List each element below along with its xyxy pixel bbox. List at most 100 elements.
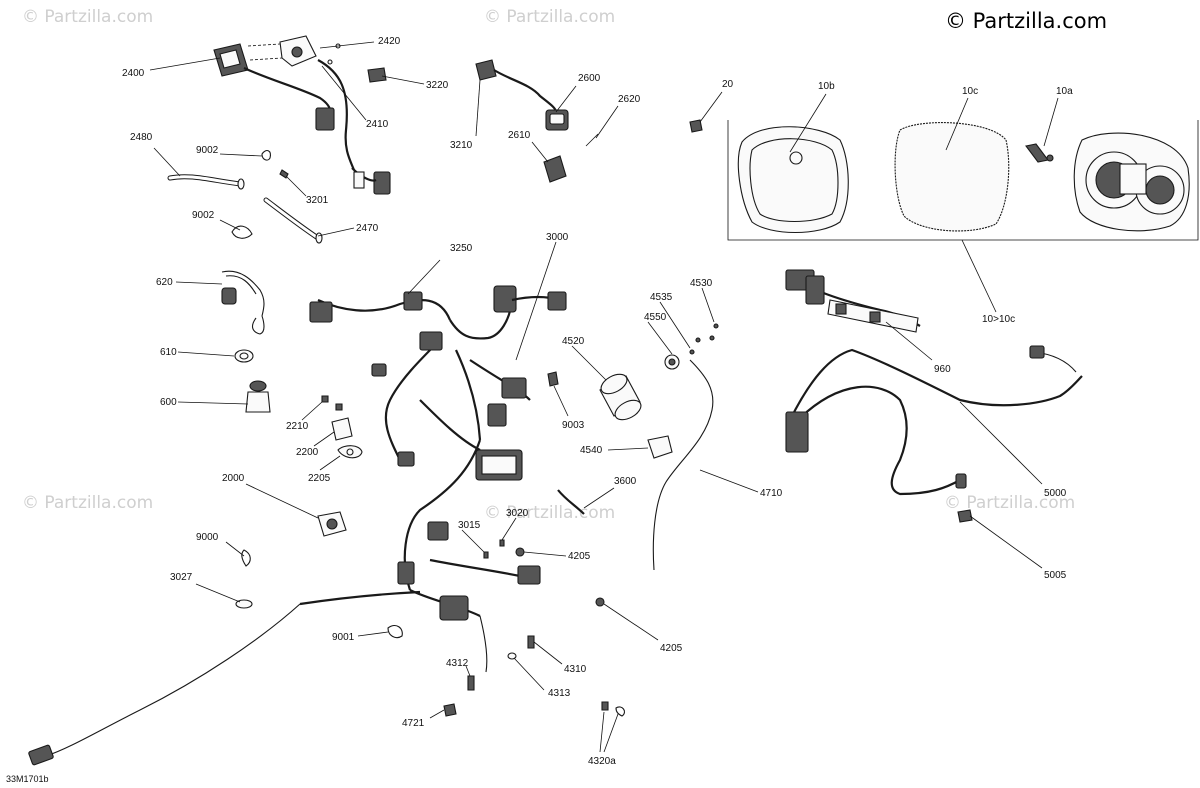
part-2470-hose [263,197,323,244]
callout-9002: 9002 [196,145,219,156]
watermarks: © Partzilla.com © Partzilla.com © Partzi… [22,7,1075,523]
callout-4312: 4312 [446,658,469,669]
part-600-switch [245,380,271,413]
callout-3210: 3210 [450,140,473,151]
part-3220-connector [367,67,387,83]
part-3000-main-harness [28,285,567,766]
part-9002-clip [231,225,253,239]
callout-labels: 2400 2420 2410 3220 2480 9002 3201 9002 … [122,36,1073,767]
part-5000-harness [785,345,1083,496]
callout-2600: 2600 [578,73,601,84]
part-2620-pin [585,133,599,147]
callout-4320a: 4320a [588,756,616,767]
part-2200-sensor [331,417,353,441]
callout-2400: 2400 [122,68,145,79]
part-3020-screw [499,539,505,547]
part-9000-clip [241,549,251,567]
callout-2200: 2200 [296,447,319,458]
callout-960: 960 [934,364,951,375]
assembly-bracket [727,120,1199,241]
gauge-cluster [1073,132,1190,232]
part-9001-clip [387,625,403,639]
part-4721-nut [443,703,457,717]
callout-600: 600 [160,397,177,408]
part-2480-hose [167,174,245,190]
part-4205-nut [595,597,605,607]
part-2610-boot [543,155,567,183]
part-2210-screws [321,395,343,411]
part-4535-4530-fasteners [689,323,719,355]
part-4320a-clip [601,701,609,711]
callout-9002: 9002 [192,210,215,221]
callout-20: 20 [722,79,734,90]
part-4550-sender [664,354,680,370]
part-9002-clip [261,149,271,161]
callout-2480: 2480 [130,132,153,143]
callout-2420: 2420 [378,36,401,47]
callout-10c: 10c [962,86,978,97]
callout-2410: 2410 [366,119,389,130]
copyright-text: © Partzilla.com [945,9,1107,33]
callout-4205: 4205 [568,551,591,562]
part-4310-screw [527,635,535,649]
callout-9000: 9000 [196,532,219,543]
part-960-harness [785,269,921,333]
callout-2210: 2210 [286,421,309,432]
callout-2000: 2000 [222,473,245,484]
callout-4205: 4205 [660,643,683,654]
callout-3015: 3015 [458,520,481,531]
part-10a-bulb [1025,143,1054,163]
part-2205-gasket [337,445,363,459]
callout-3020: 3020 [506,508,529,519]
part-4312-fuse [467,675,475,691]
watermark: © Partzilla.com [944,493,1075,513]
callout-3600: 3600 [614,476,637,487]
callout-2610: 2610 [508,130,531,141]
part-5005-clip [957,509,973,523]
watermark: © Partzilla.com [484,7,615,27]
callout-620: 620 [156,277,173,288]
callout-10b: 10b [818,81,835,92]
callout-4550: 4550 [644,312,667,323]
callout-4520: 4520 [562,336,585,347]
part-4710-wire [652,359,714,571]
callout-3027: 3027 [170,572,193,583]
callout-9003: 9003 [562,420,585,431]
callout-4710: 4710 [760,488,783,499]
part-4320a-clip [615,706,625,717]
part-10b-bezel [737,126,849,234]
callout-2620: 2620 [618,94,641,105]
callout-9001: 9001 [332,632,355,643]
part-10c-lens [894,122,1010,232]
callout-610: 610 [160,347,177,358]
callout-10a: 10a [1056,86,1073,97]
part-3600-cable [557,489,585,515]
part-4520-canister [599,373,642,421]
part-4540-boot [647,435,673,459]
callout-4530: 4530 [690,278,713,289]
callout-3201: 3201 [306,195,329,206]
callout-5000: 5000 [1044,488,1067,499]
callout-3250: 3250 [450,243,473,254]
callout-2205: 2205 [308,473,331,484]
part-610-nut [234,349,254,363]
callout-3220: 3220 [426,80,449,91]
callout-4313: 4313 [548,688,571,699]
watermark: © Partzilla.com [22,493,153,513]
watermark: © Partzilla.com [484,503,615,523]
callout-4540: 4540 [580,445,603,456]
callout-4535: 4535 [650,292,673,303]
callout-2470: 2470 [356,223,379,234]
leader-lines [149,41,1059,753]
part-4313-washer [507,652,517,660]
callout-10-to-10c: 10>10c [982,314,1015,325]
callout-4310: 4310 [564,664,587,675]
part-3015-screw [483,551,489,559]
part-9003-clip [547,371,559,387]
part-2400-switch-housing [213,35,391,195]
diagram-code: 33M1701b [6,774,49,784]
part-20-nut [689,119,703,133]
callout-4721: 4721 [402,718,425,729]
part-620-tether [221,270,265,335]
